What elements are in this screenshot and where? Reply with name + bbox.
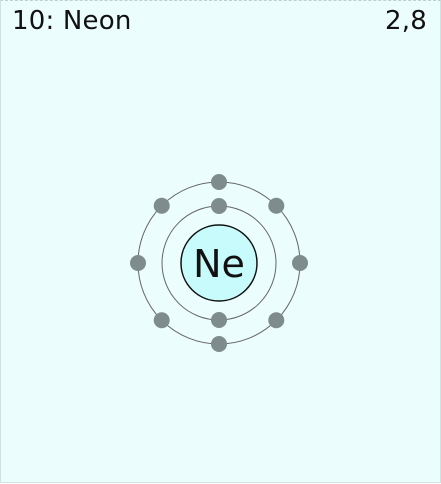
electron-shell-2-6 (153, 312, 170, 329)
electron-shell-2-3 (292, 255, 308, 271)
electron-shell-2-2 (268, 197, 285, 214)
element-symbol: Ne (193, 242, 245, 286)
electron-shell-2-4 (268, 312, 285, 329)
nucleus (180, 224, 258, 302)
electron-shell-2-5 (211, 336, 227, 352)
electron-shell-2-8 (153, 197, 170, 214)
electron-configuration-label: 2,8 (385, 6, 427, 36)
electron-shell-2-1 (211, 174, 227, 190)
element-name-label: 10: Neon (12, 6, 132, 36)
electron-shell-1-1 (211, 198, 227, 214)
electron-shell-1-2 (211, 312, 227, 328)
electron-shell-2-7 (130, 255, 146, 271)
